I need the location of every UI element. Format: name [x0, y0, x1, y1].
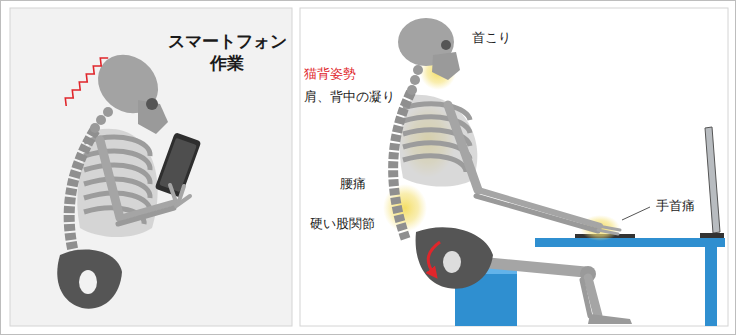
symptom-label: 手首痛	[656, 198, 695, 214]
phone-skeleton	[57, 43, 201, 309]
rib	[403, 156, 466, 172]
desk-top	[535, 238, 725, 247]
eye-socket	[441, 40, 451, 50]
finger	[176, 196, 190, 206]
neck-vertebra	[410, 75, 420, 85]
right-panel	[300, 8, 728, 326]
spine	[393, 92, 411, 240]
leader-line	[622, 207, 650, 220]
neck-vertebra	[103, 107, 113, 117]
pelvis-hole	[443, 251, 461, 273]
neck-vertebra	[90, 123, 100, 133]
upper-arm	[100, 140, 120, 218]
femur	[478, 262, 585, 272]
smartphone	[155, 132, 202, 198]
symptom-label: 肩、背中の凝り	[304, 89, 395, 105]
spine	[69, 130, 95, 255]
desk-leg	[705, 247, 717, 326]
monitor-base	[700, 233, 724, 238]
forearm	[478, 190, 600, 226]
forearm	[476, 196, 598, 231]
fibula	[582, 280, 590, 316]
upper-arm	[448, 105, 478, 190]
posture-label: 猫背姿勢	[304, 66, 356, 82]
phone-body	[155, 132, 202, 198]
sitting-skeleton	[383, 18, 650, 324]
hand	[598, 226, 620, 234]
symptom-label: 硬い股関節	[310, 216, 375, 232]
eye-socket	[146, 98, 158, 110]
foot	[588, 314, 632, 324]
pelvis	[57, 250, 122, 309]
left-panel	[10, 8, 292, 326]
strain-zigzag	[65, 58, 108, 106]
panel-title: スマートフォン 作業	[166, 30, 288, 74]
monitor	[705, 127, 720, 233]
symptom-label: 腰痛	[340, 176, 366, 192]
ribcage	[400, 95, 478, 187]
pelvis-hole	[79, 270, 97, 294]
jaw	[432, 52, 460, 80]
pelvis	[416, 227, 493, 288]
phone-screen	[159, 138, 197, 193]
rotation-arrow	[428, 242, 440, 274]
neck-vertebra	[96, 115, 106, 125]
forearm	[118, 208, 174, 224]
neck-vertebra	[413, 65, 423, 75]
neck-vertebra	[407, 85, 417, 95]
symptom-label: 首こり	[472, 30, 511, 46]
finger	[170, 185, 176, 202]
